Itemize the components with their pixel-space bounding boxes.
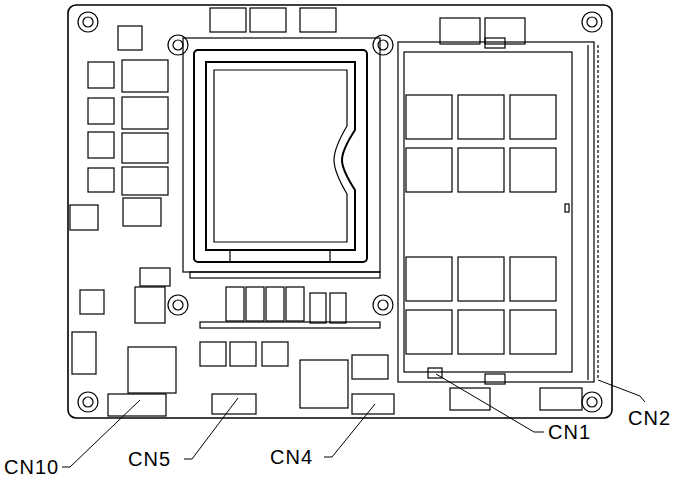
callout-label: CN5 [128, 449, 171, 469]
callout-label: CN2 [628, 408, 671, 428]
callout-label: CN1 [548, 422, 591, 442]
sodimm-socket [398, 38, 598, 384]
board-outline [68, 5, 612, 418]
components [70, 8, 582, 410]
bottom-connectors [108, 368, 442, 416]
callout-label: CN10 [4, 457, 59, 477]
callout-label: CN4 [270, 447, 313, 467]
cpu-socket [183, 38, 380, 272]
mounting-holes [78, 12, 602, 412]
